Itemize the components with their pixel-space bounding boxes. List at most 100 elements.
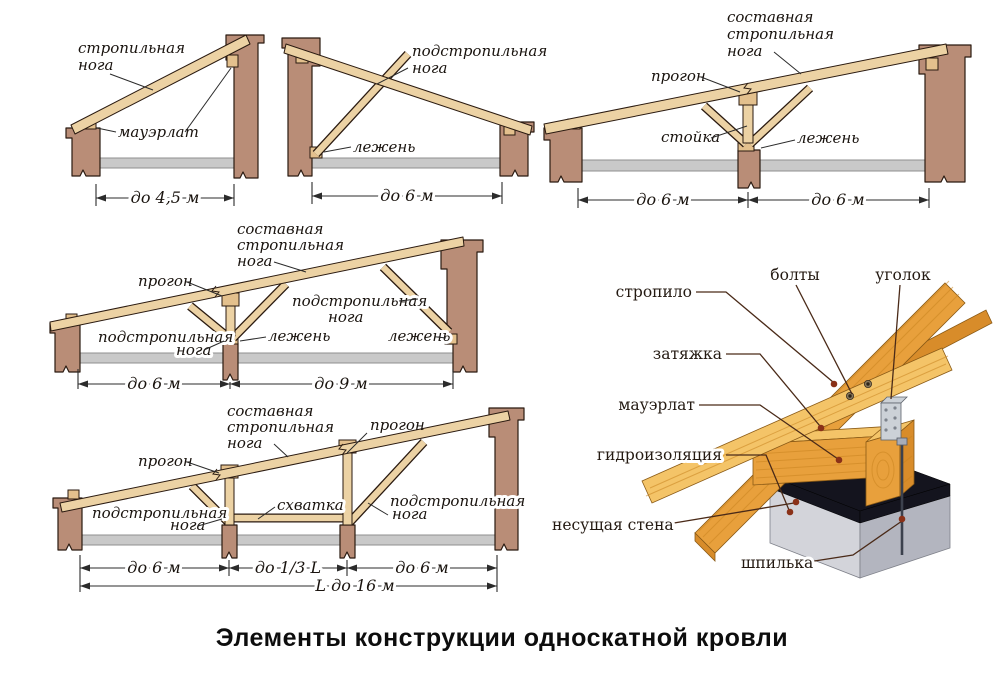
lezhen-block-right [444, 333, 458, 345]
label-brace-left: подстропильная нога [89, 501, 230, 537]
floor-slab [93, 157, 237, 169]
right-wall [440, 239, 484, 373]
label-stropilo: стропило [613, 280, 838, 388]
pedestal-1 [221, 524, 238, 559]
label-text: нога [727, 42, 762, 60]
dimension-text: до 6 м [636, 190, 689, 209]
mauerlat-block-right [925, 57, 939, 71]
figure-title: Элементы конструкции односкатной кровли [215, 624, 789, 652]
label-text: составная [237, 220, 323, 238]
label-strut-right: подстропильная нога [289, 289, 430, 329]
leader-line [239, 336, 267, 342]
label-text: составная [727, 8, 813, 26]
leader-line [184, 67, 232, 133]
under-rafter-strut [312, 50, 412, 158]
label-text: мауэрлат [118, 123, 199, 141]
leader-line [186, 461, 220, 474]
leader-line [699, 404, 839, 460]
dimension-text: до 6 м [127, 558, 180, 577]
diagram-composite-rafter-post-6m-6m: составная стропильная нога прогон стойка… [543, 8, 972, 212]
label-text: стропило [616, 283, 692, 301]
mauerlat-block-left [67, 489, 80, 500]
leader-line [96, 127, 117, 133]
label-text: болты [770, 266, 819, 284]
label-ugolok: уголок [872, 263, 934, 400]
brace-right [229, 280, 290, 342]
label-stoyka: стойка [661, 125, 748, 146]
dimension-text: до 1/3 L [255, 558, 321, 577]
leader-line [273, 261, 307, 273]
label-text: лежень [268, 327, 330, 345]
label-under-rafter-strut: подстропильная нога [376, 42, 547, 85]
right-wall [488, 407, 525, 551]
diagram-3d-node-detail: стропило болты уголок затяжка мауэрлат г… [549, 263, 993, 579]
leader-line [696, 291, 834, 383]
dimension-text: до 6 м [811, 190, 864, 209]
angle-bracket [880, 396, 908, 441]
dimension-left: до 6 м [577, 187, 930, 212]
label-text: уголок [875, 266, 931, 284]
center-pedestal [737, 149, 761, 189]
bolts [845, 379, 872, 400]
label-text: прогон [138, 452, 193, 470]
label-text: гидроизоляция [597, 446, 722, 464]
label-mauerlat: мауэрлат [96, 67, 232, 144]
leader-line [323, 146, 352, 153]
leader-dot [792, 498, 800, 506]
label-text: нога [328, 308, 363, 326]
label-text: нога [176, 341, 211, 359]
composite-rafter-leg [543, 43, 949, 135]
leader-line [186, 281, 223, 297]
leader-line [109, 73, 154, 91]
label-text: лежень [353, 138, 415, 156]
dimension-text: до 6 м [127, 374, 180, 393]
rafter-leg [283, 43, 533, 136]
waterproofing-edge-right [859, 483, 951, 524]
label-mauerlat: мауэрлат [615, 393, 843, 464]
leader-dot [817, 424, 825, 432]
floor-slab [79, 534, 498, 546]
post-2 [342, 452, 353, 526]
composite-rafter-leg [49, 236, 465, 332]
label-text: нога [227, 434, 262, 452]
label-text: прогон [138, 272, 193, 290]
dimension-text: до 4,5 м [131, 188, 200, 207]
left-wall [543, 127, 583, 183]
leader-dot [835, 456, 843, 464]
label-text: нога [237, 252, 272, 270]
stud-nut [896, 437, 908, 446]
leader-line [398, 298, 419, 302]
label-text: нога [392, 505, 427, 523]
leader-line [346, 432, 368, 454]
label-text: стойка [661, 128, 720, 146]
brace-right [746, 84, 814, 148]
diagram-simple-rafter-4-5m: стропильная нога мауэрлат до 4,5 м [65, 34, 265, 210]
rafter-joint-mark-2 [338, 443, 347, 456]
leader-line [661, 502, 795, 526]
label-lezhen-right: лежень [385, 324, 453, 348]
label-bolty: болты [767, 263, 853, 395]
leader-line [807, 520, 903, 563]
label-nesushchaya-stena: несущая стена [549, 498, 800, 537]
pedestal-2 [339, 524, 356, 559]
leader-line [700, 76, 741, 93]
dimension-mid: до 1/3 L [229, 555, 348, 580]
stud-pin [896, 437, 908, 555]
floor-slab [311, 157, 505, 169]
leader-line [197, 518, 223, 527]
label-text: прогон [370, 416, 425, 434]
leader-line [795, 284, 853, 395]
label-zatyazhka: затяжка [650, 342, 825, 432]
post [742, 103, 754, 144]
dimension-right: до 6 м [748, 187, 929, 212]
diagram-composite-rafter-braces-6m-9m: составная стропильная нога прогон подстр… [49, 220, 484, 396]
leader-line [257, 506, 276, 520]
label-text: подстропильная [98, 328, 233, 346]
label-text: составная [227, 402, 313, 420]
leader-line [273, 443, 289, 458]
dimension-text: до 6 м [380, 186, 433, 205]
leader-line [376, 67, 409, 85]
dimension-span: до 4,5 м [95, 184, 235, 210]
brace-left [700, 102, 750, 148]
